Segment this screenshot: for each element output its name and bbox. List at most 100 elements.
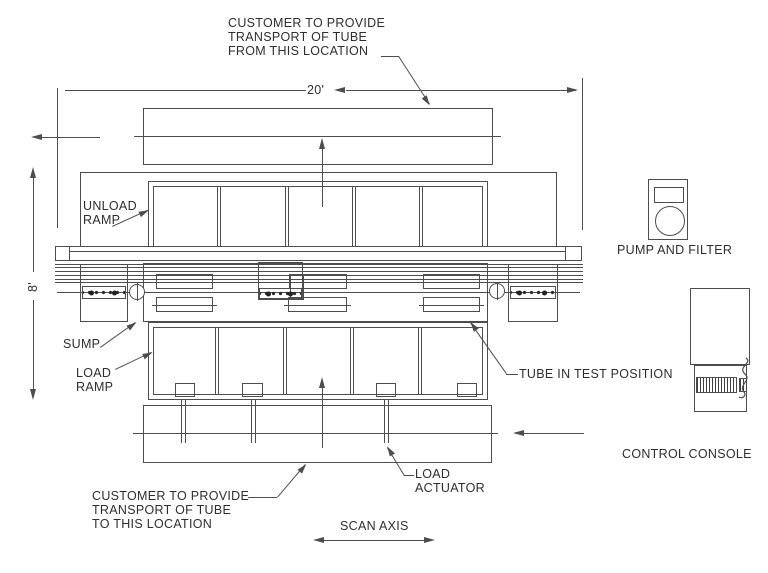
load-bay-divider [283,327,287,395]
arrowhead-icon [313,537,324,543]
load-bay-divider [418,327,422,395]
width-dimension-line-right [346,90,576,91]
center-roller-track [259,288,302,299]
unload-ramp-label: UNLOAD RAMP [83,199,137,227]
unload-ramp-frame [148,181,488,246]
load-actuator-label-line1: LOAD [415,467,451,481]
scanner-bridge-rail-line [70,251,565,252]
load-ramp-label-line2: RAMP [76,380,114,394]
rail-end-cap-left [55,246,70,261]
width-dimension-line-left [65,90,306,91]
console-cable-icon [738,357,749,399]
wheel-icon [129,283,145,301]
tube-test-position-label: TUBE IN TEST POSITION [519,367,673,381]
arrowhead-icon [319,377,325,388]
rail-end-cap-right [565,246,582,261]
carriage [143,263,488,322]
scan-centerline [57,292,580,293]
rail-line [55,279,583,280]
unload-bay-divider [217,186,221,246]
load-ramp-label: LOAD RAMP [76,366,113,394]
right-roller-track [510,286,556,299]
top-note-leader-tail [381,56,399,57]
arrowhead-icon [424,537,435,543]
bottom-note-leader [277,461,309,498]
tube-support-slat [152,297,217,312]
carriage-center-box [258,262,303,300]
rail-line [55,264,583,265]
load-bay-divider [350,327,354,395]
actuator-rod [251,400,256,443]
arrowhead-icon [422,94,433,107]
arrowhead-icon [319,138,325,149]
arrowhead-icon [30,389,36,400]
console-keyboard [696,377,737,393]
wheel-crosshair [497,282,498,300]
infeed-arrow-line [522,433,584,434]
arrowhead-icon [297,461,309,474]
infeed-conveyor [143,405,492,463]
rail-line [55,275,583,276]
load-ramp-frame [153,327,483,395]
load-ramp-label-line1: LOAD [76,366,112,380]
tube-support-slat [419,297,484,312]
depth-dimension-label: 8' [26,282,40,292]
unload-ramp-outer [80,172,557,246]
console-monitor [690,288,750,365]
infeed-conveyor-centerline [133,433,498,434]
unload-bay-divider [352,186,356,246]
arrowhead-icon [513,430,524,436]
load-ramp-outer [148,322,488,400]
width-dimension-label: 20' [307,83,325,97]
arrowhead-icon [334,87,345,93]
arrowhead-icon [567,87,578,93]
unload-ramp-label-line1: UNLOAD [83,199,137,213]
top-note-line1: CUSTOMER TO PROVIDE [228,16,386,30]
tube-support-slat [285,274,351,289]
unload-flow-arrow-line [322,146,323,207]
arrowhead-icon [30,167,36,178]
top-note-line2: TRANSPORT OF TUBE [228,30,368,44]
top-note-line3: FROM THIS LOCATION [228,44,369,58]
arrowhead-icon [31,134,42,140]
actuator-rod [181,400,186,443]
tube-stop [175,383,195,397]
tube-stop [457,383,477,397]
sump-label: SUMP [63,337,101,351]
unload-bay-divider [419,186,423,246]
right-track-housing [508,264,558,322]
rail-line [55,271,583,272]
depth-dimension-line-lower [33,300,34,389]
scan-axis-line [320,540,425,541]
tube-stop [376,383,396,397]
scanner-bridge-rail [55,246,582,261]
wheel-crosshair [137,283,138,301]
rail-line [55,282,583,283]
tube-test-leader-tail [506,374,518,375]
unload-ramp-frame-inner [153,186,483,246]
load-actuator-leader-tail [404,475,414,476]
extension-line-right [582,78,583,230]
left-track-housing [80,264,128,322]
load-flow-arrow-line [322,385,323,448]
bottom-note-line1: CUSTOMER TO PROVIDE [92,489,250,503]
left-roller-track [82,286,126,299]
load-actuator-label-line2: ACTUATOR [415,481,485,495]
bottom-note-line2: TRANSPORT OF TUBE [92,503,232,517]
load-ramp-leader [115,349,154,370]
outfeed-conveyor-centerline [134,136,501,137]
tube-stop [242,383,263,397]
control-console-label: CONTROL CONSOLE [622,447,752,461]
extension-line-left [57,88,58,228]
load-bay-divider [215,327,219,395]
top-note-leader [398,56,433,107]
bottom-note-line3: TO THIS LOCATION [92,517,213,531]
pump-filter-symbol [648,179,688,240]
depth-dimension-line-upper [33,177,34,272]
unload-bay-divider [285,186,289,246]
rail-line [55,267,583,268]
tube-support-slat [152,274,217,289]
tube-support-slat [284,297,351,312]
top-note: CUSTOMER TO PROVIDE TRANSPORT OF TUBE FR… [228,16,385,58]
